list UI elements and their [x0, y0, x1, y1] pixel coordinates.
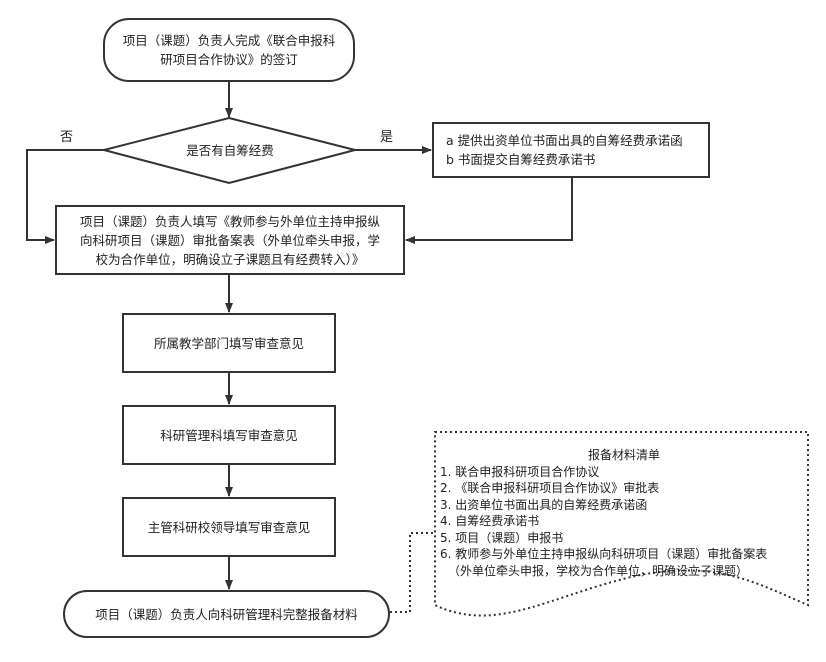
- end-node: 项目（课题）负责人向科研管理科完整报备材料: [63, 590, 390, 638]
- materials-item: 5. 项目（课题）申报书: [440, 530, 564, 545]
- materials-item: 2. 《联合申报科研项目合作协议》审批表: [440, 481, 660, 495]
- start-node: 项目（课题）负责人完成《联合申报科研项目合作协议》的签订: [103, 18, 355, 82]
- materials-list: 报备材料清单 1. 联合申报科研项目合作协议 2. 《联合申报科研项目合作协议》…: [440, 447, 808, 579]
- yes-label: 是: [380, 130, 394, 145]
- fill-form-line: 向科研项目（课题）审批备案表（外单位牵头申报，学: [79, 232, 380, 248]
- materials-title: 报备材料清单: [587, 448, 660, 462]
- materials-item: 1. 联合申报科研项目合作协议: [440, 464, 600, 479]
- fill-form-line: 校为合作单位，明确设立子课题且有经费转入）》: [95, 251, 365, 267]
- department-review-box: 所属教学部门填写审查意见: [122, 313, 336, 373]
- no-label: 否: [60, 130, 74, 145]
- self-funding-box: a 提供出资单位书面出具的自筹经费承诺函 b 书面提交自筹经费承诺书: [432, 122, 710, 178]
- arrow-no-branch: [26, 149, 104, 244]
- self-funding-item: a 提供出资单位书面出具的自筹经费承诺函: [446, 133, 683, 148]
- start-text-line: 研项目合作协议》的签订: [160, 52, 298, 67]
- fill-form-box: 项目（课题）负责人填写《教师参与外单位主持申报纵向科研项目（课题）审批备案表（外…: [55, 205, 405, 275]
- materials-document-shape: [434, 431, 809, 617]
- decision-label: 是否有自筹经费: [186, 142, 274, 158]
- materials-item: 4. 自筹经费承诺书: [440, 514, 540, 528]
- annotation-connector: [390, 532, 435, 613]
- fill-form-line: 项目（课题）负责人填写《教师参与外单位主持申报纵: [79, 213, 380, 229]
- start-text-line: 项目（课题）负责人完成《联合申报科: [122, 33, 336, 48]
- arrow-funding-to-form: [405, 178, 573, 244]
- leader-review-box: 主管科研校领导填写审查意见: [122, 497, 336, 557]
- materials-item: 6. 教师参与外单位主持申报纵向科研项目（课题）审批备案表: [440, 547, 768, 561]
- materials-item: 3. 出资单位书面出具的自筹经费承诺函: [440, 497, 648, 512]
- research-office-review-box: 科研管理科填写审查意见: [122, 405, 336, 465]
- materials-item: （外单位牵头申报，学校为合作单位，明确设立子课题）: [448, 563, 749, 578]
- decision-diamond: [100, 116, 356, 185]
- self-funding-item: b 书面提交自筹经费承诺书: [446, 152, 596, 167]
